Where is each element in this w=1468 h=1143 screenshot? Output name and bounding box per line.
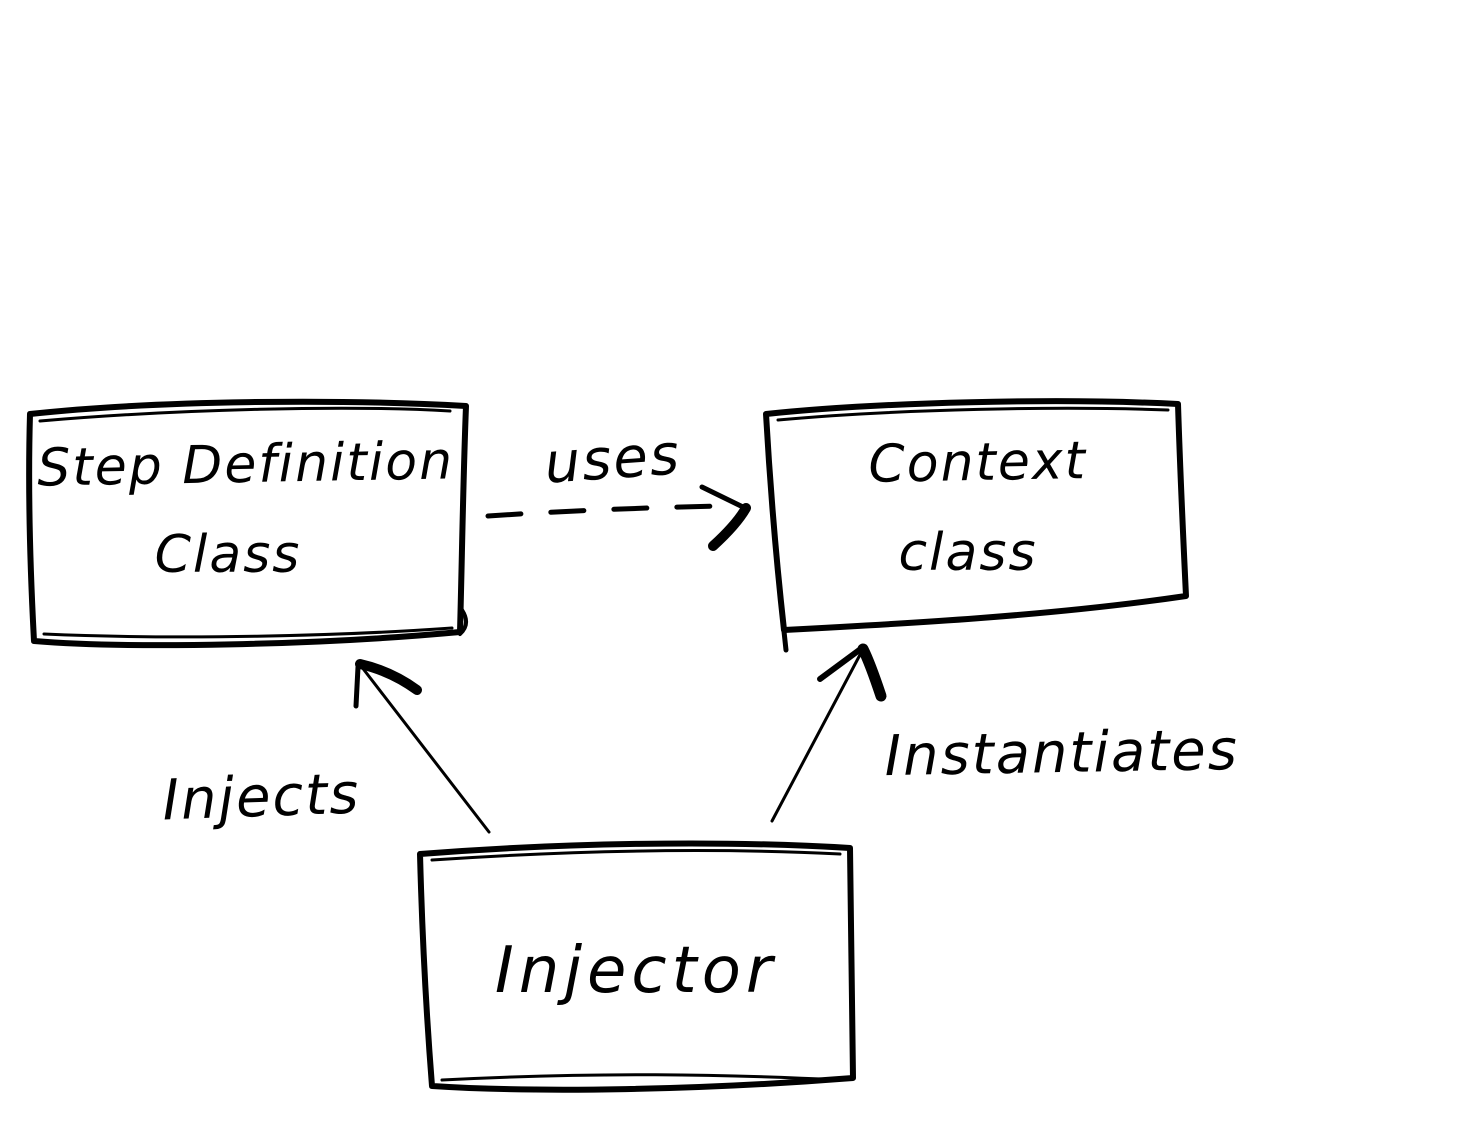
edge-uses: uses [485,422,751,551]
context-box-outline [763,398,1189,633]
context-label-line2: class [898,523,1037,583]
step-definition-label-line2: Class [155,525,302,585]
instantiates-line [770,649,864,823]
injects-line [359,664,491,834]
edge-instantiates: Instantiates [770,643,1239,823]
instantiates-arrowhead-left [817,645,865,682]
edge-injects: Injects [161,659,491,834]
step-definition-label-line1: Step Definition [37,431,455,498]
node-step-definition-class: Step Definition Class [26,398,469,649]
context-box-top-accent [776,406,1170,422]
step-definition-box-bottom-accent [42,626,454,639]
uses-arrowhead-lower [708,503,751,551]
uses-label: uses [542,422,682,496]
injector-box-bottom-accent [440,1073,844,1082]
context-box-left-overshoot [780,619,789,653]
step-definition-box-corner-curl [458,608,468,636]
injects-arrowhead-left [353,664,361,709]
step-definition-box-top-accent [38,406,452,423]
context-label-line1: Context [868,431,1088,495]
node-context-class: Context class [763,398,1189,653]
injector-box-top-accent [430,849,842,862]
injector-box-outline [417,840,856,1093]
injector-label: Injector [495,934,777,1008]
uses-arrowhead-upper [699,484,748,511]
instantiates-arrowhead-right [857,643,887,702]
node-injector: Injector [417,840,856,1093]
injects-label: Injects [161,762,361,834]
uses-dashed-line [485,503,727,519]
injects-arrowhead-right [355,659,422,695]
instantiates-label: Instantiates [884,718,1239,789]
